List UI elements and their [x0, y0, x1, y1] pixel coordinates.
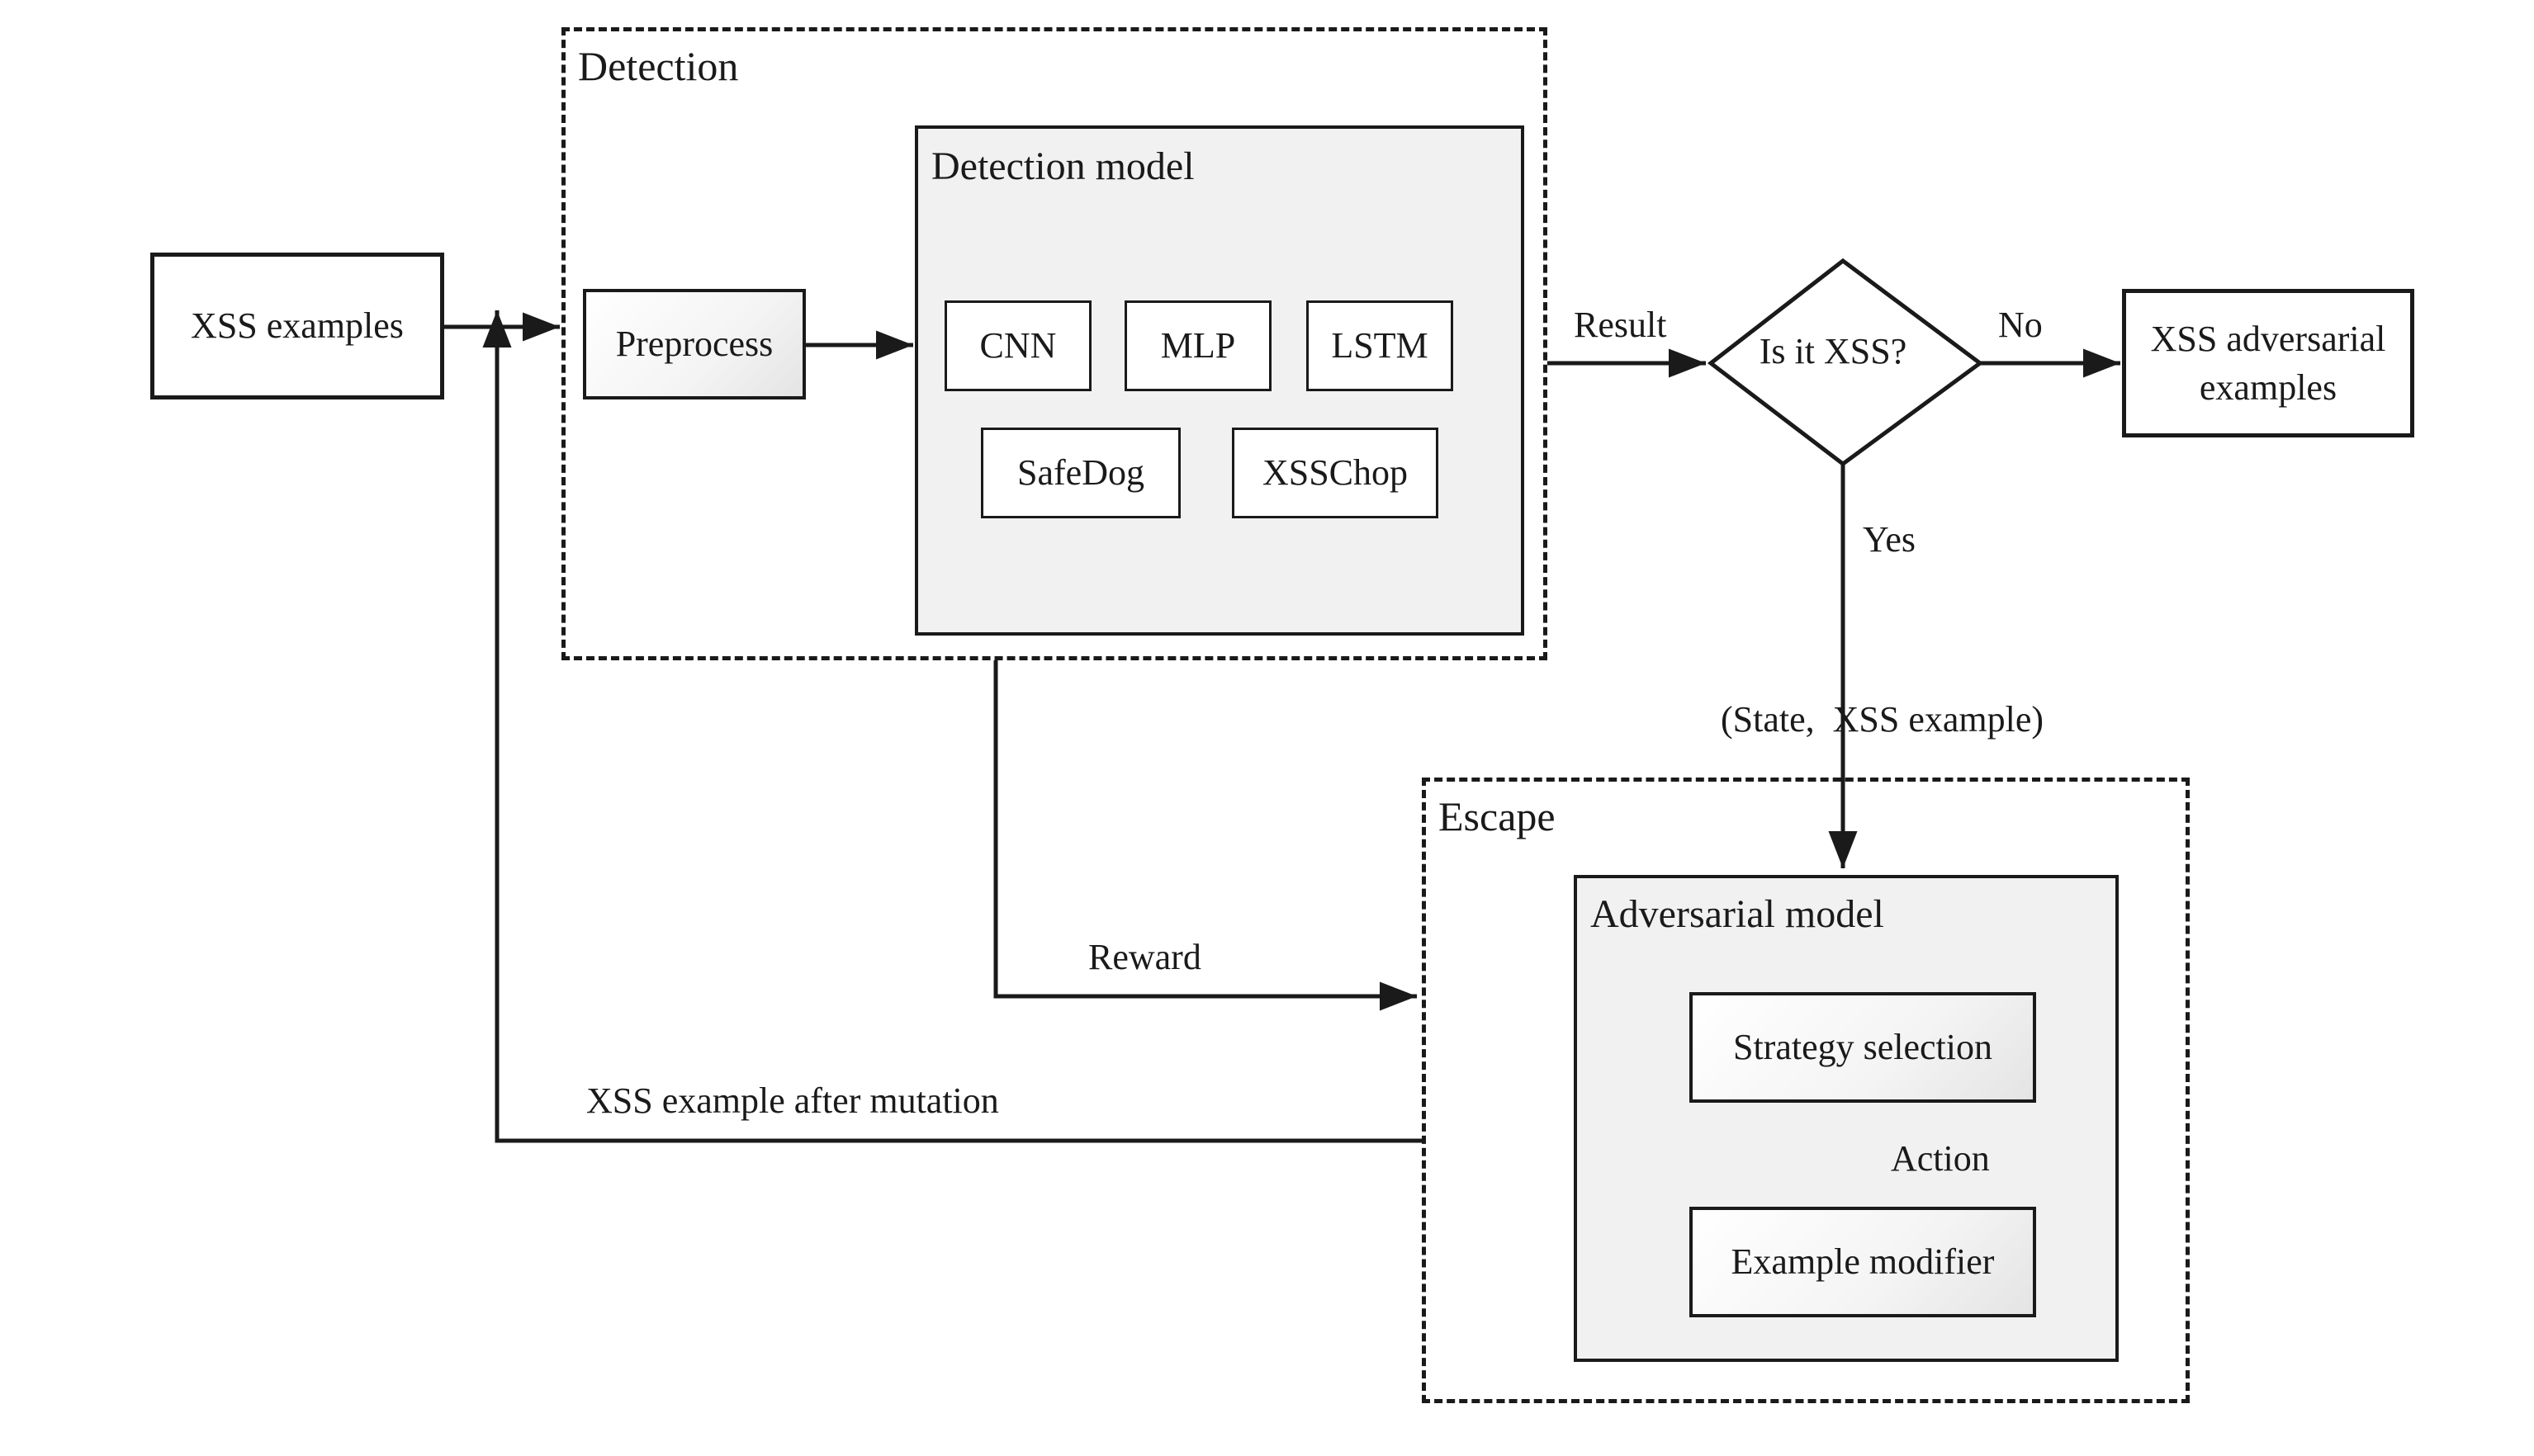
- example-modifier-node: Example modifier: [1689, 1207, 2036, 1317]
- preprocess-node: Preprocess: [583, 289, 806, 399]
- lstm-node: LSTM: [1306, 300, 1453, 391]
- detection-group: [561, 27, 1547, 660]
- safedog-node: SafeDog: [981, 428, 1181, 518]
- result-label: Result: [1574, 305, 1667, 345]
- detection-model-title: Detection model: [931, 144, 1195, 188]
- mutation-label: XSS example after mutation: [586, 1080, 999, 1121]
- adversarial-model-title: Adversarial model: [1590, 892, 1884, 936]
- no-label: No: [1998, 305, 2043, 345]
- edge-reward: [993, 660, 1417, 1011]
- escape-title: Escape: [1438, 793, 1556, 839]
- xsschop-node: XSSChop: [1232, 428, 1438, 518]
- strategy-selection-node: Strategy selection: [1689, 992, 2036, 1103]
- xss-examples-node: XSS examples: [150, 253, 444, 399]
- adversarial-examples-node: XSS adversarial examples: [2122, 289, 2414, 437]
- escape-group: [1422, 778, 2190, 1403]
- mlp-node: MLP: [1125, 300, 1272, 391]
- decision-diamond: [1707, 258, 1984, 467]
- detection-title: Detection: [578, 43, 739, 89]
- action-label: Action: [1891, 1138, 1990, 1179]
- edge-mutation: [482, 310, 1422, 1143]
- reward-label: Reward: [1088, 937, 1201, 977]
- cnn-node: CNN: [945, 300, 1092, 391]
- yes-label: Yes: [1863, 519, 1916, 560]
- decision-label: Is it XSS?: [1759, 331, 1907, 371]
- state-example-label: (State, XSS example): [1721, 699, 2044, 740]
